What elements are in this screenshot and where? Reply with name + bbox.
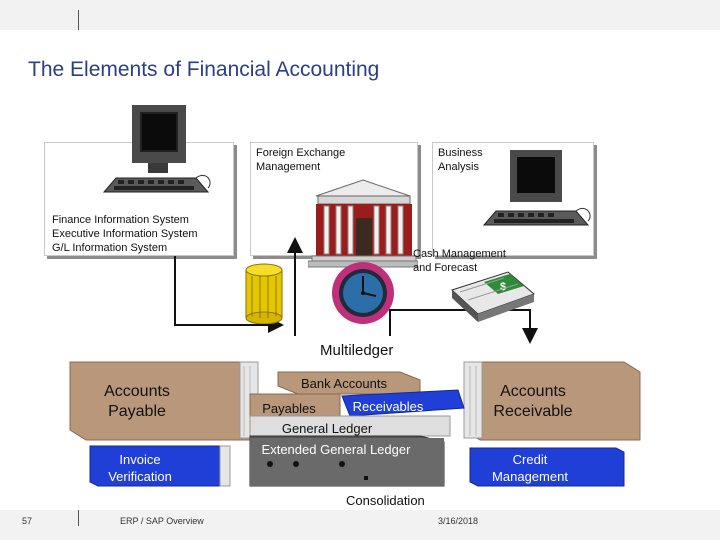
top-bar xyxy=(0,0,720,30)
clock-icon xyxy=(332,262,394,324)
coins-icon xyxy=(245,263,283,324)
footer-date: 3/16/2018 xyxy=(438,516,479,526)
footer-bar xyxy=(0,510,720,540)
top-bar-divider xyxy=(78,10,79,30)
svg-text:$: $ xyxy=(500,281,506,293)
computer-icon xyxy=(102,105,211,193)
cash-management-label: Cash Management and Forecast xyxy=(413,248,506,274)
consolidation-label: Consolidation xyxy=(346,493,425,508)
slide-title: The Elements of Financial Accounting xyxy=(28,58,380,81)
foreign-exchange-label: Foreign Exchange Management xyxy=(256,147,346,173)
bank-building-icon xyxy=(308,179,418,268)
accounts-payable-label: Accounts Payable xyxy=(104,383,170,420)
extended-general-ledger-label: Extended General Ledger xyxy=(261,442,411,457)
bank-accounts-label: Bank Accounts xyxy=(301,376,387,391)
multiledger-label: Multiledger xyxy=(320,342,394,359)
receivables-label: Receivables xyxy=(352,399,424,414)
footer-divider xyxy=(78,510,79,526)
finance-information-label: Finance Information System Executive Inf… xyxy=(52,214,198,254)
credit-management-label: Credit Management xyxy=(492,452,568,484)
ledger-books-illustration xyxy=(69,361,641,487)
money-icon: $ xyxy=(451,271,535,322)
general-ledger-label: General Ledger xyxy=(281,421,373,436)
business-analysis-label: Business Analysis xyxy=(438,147,483,173)
footer-course-title: ERP / SAP Overview xyxy=(120,516,204,526)
page-number: 57 xyxy=(22,516,33,526)
invoice-verification-label: Invoice Verification xyxy=(108,452,172,484)
computer-icon xyxy=(482,150,591,226)
payables-label: Payables xyxy=(262,401,316,416)
accounts-receivable-label: Accounts Receivable xyxy=(493,383,573,420)
